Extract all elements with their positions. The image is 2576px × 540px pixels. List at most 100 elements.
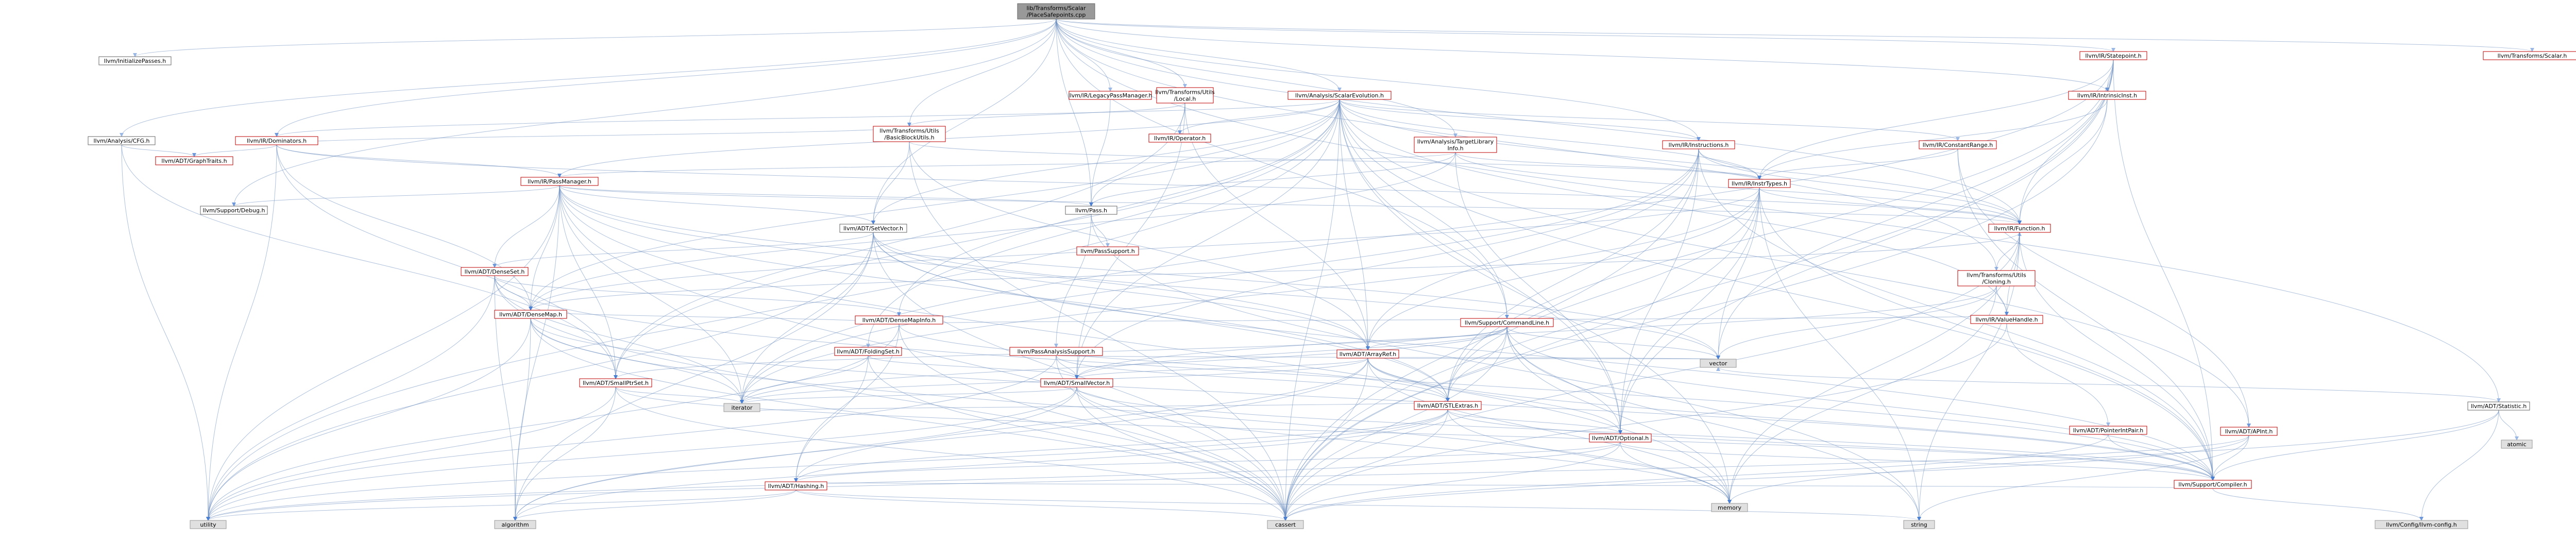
node-label: llvm/ADT/PointerIntPair.h (2073, 427, 2144, 434)
node-compiler[interactable]: llvm/Support/Compiler.h (2174, 480, 2252, 489)
node-passsupport[interactable]: llvm/PassSupport.h (1076, 246, 1139, 256)
include-edge (529, 152, 1456, 311)
node-cfg[interactable]: llvm/Analysis/CFG.h (88, 136, 156, 145)
include-edge (907, 103, 1185, 127)
include-edge (740, 148, 1699, 404)
node-scalar[interactable]: llvm/Transforms/Scalar.h (2483, 51, 2576, 60)
node-scev[interactable]: llvm/Analysis/ScalarEvolution.h (1287, 91, 1392, 100)
include-edge (1283, 434, 2109, 521)
node-instrtypes[interactable]: llvm/IR/InstrTypes.h (1728, 179, 1791, 188)
include-edge (1056, 19, 1701, 141)
include-edge (1618, 187, 1760, 434)
node-setvector[interactable]: llvm/ADT/SetVector.h (839, 224, 907, 233)
include-edge (529, 187, 1760, 311)
node-constantrange[interactable]: llvm/IR/ConstantRange.h (1919, 140, 1997, 149)
node-smallvector[interactable]: llvm/ADT/SmallVector.h (1040, 378, 1113, 387)
node-box (155, 156, 233, 165)
include-edge (1283, 232, 2020, 521)
node-passmanager[interactable]: llvm/IR/PassManager.h (520, 177, 599, 186)
include-edge (794, 358, 1368, 482)
node-cloning[interactable]: llvm/Transforms/Utils/Cloning.h (1957, 270, 2036, 286)
include-edge (1056, 19, 1509, 319)
node-box (2220, 427, 2278, 436)
include-edge (1056, 19, 2109, 92)
node-label: llvm/ADT/FoldingSet.h (837, 348, 900, 355)
node-hashing[interactable]: llvm/ADT/Hashing.h (765, 481, 827, 491)
include-edge (1056, 19, 1112, 92)
node-box (461, 267, 529, 276)
include-edge (1339, 99, 1761, 180)
node-graphtraits[interactable]: llvm/ADT/GraphTraits.h (155, 156, 233, 165)
node-stlextras[interactable]: llvm/ADT/STLExtras.h (1414, 401, 1482, 410)
node-label: llvm/ADT/SetVector.h (843, 225, 903, 232)
node-local[interactable]: llvm/Transforms/Utils/Local.h (1155, 87, 1215, 104)
node-iterator: iterator (723, 403, 760, 412)
node-legacypm[interactable]: llvm/IR/LegacyPassManager.h (1069, 91, 1153, 100)
node-operator[interactable]: llvm/IR/Operator.h (1148, 133, 1211, 143)
node-bbutils[interactable]: llvm/Transforms/Utils/BasicBlockUtils.h (873, 126, 946, 142)
include-edge (2019, 232, 2215, 481)
include-edge (794, 442, 1621, 482)
include-edge (1089, 99, 1111, 207)
node-densemapinfo[interactable]: llvm/ADT/DenseMapInfo.h (855, 315, 943, 325)
node-pointerintpair[interactable]: llvm/ADT/PointerIntPair.h (2069, 426, 2147, 435)
include-edge (529, 185, 560, 311)
node-passanalysis[interactable]: llvm/PassAnalysisSupport.h (1009, 347, 1103, 356)
node-foldingset[interactable]: llvm/ADT/FoldingSet.h (834, 347, 902, 356)
node-function[interactable]: llvm/IR/Function.h (1988, 224, 2051, 233)
node-label: algorithm (501, 521, 529, 528)
node-box (2375, 520, 2468, 529)
node-apint[interactable]: llvm/ADT/APInt.h (2220, 427, 2278, 436)
node-box (2068, 91, 2146, 100)
node-initpasses[interactable]: llvm/InitializePasses.h (98, 56, 172, 65)
include-edge (559, 185, 2022, 225)
include-edge (559, 185, 1732, 504)
node-box (1903, 520, 1935, 529)
node-pass[interactable]: llvm/Pass.h (1065, 206, 1117, 215)
include-edge (559, 185, 1370, 350)
node-denseset[interactable]: llvm/ADT/DenseSet.h (461, 267, 529, 276)
node-box (2174, 480, 2252, 489)
node-optional[interactable]: llvm/ADT/Optional.h (1589, 433, 1652, 443)
node-cassert: cassert (1267, 520, 1304, 529)
node-label: llvm/ADT/Optional.h (1592, 435, 1649, 442)
node-atomic: atomic (2501, 440, 2533, 449)
node-dominators[interactable]: llvm/IR/Dominators.h (235, 136, 318, 145)
node-label: llvm/ADT/DenseMapInfo.h (862, 317, 936, 324)
node-commandline[interactable]: llvm/Support/CommandLine.h (1460, 318, 1554, 327)
node-vector: vector (1700, 359, 1737, 368)
node-debug[interactable]: llvm/Support/Debug.h (200, 206, 268, 215)
include-edge (559, 185, 1287, 521)
include-edge (529, 232, 2020, 311)
include-edge (1075, 148, 1699, 379)
include-edge (1283, 358, 1368, 521)
include-edge (909, 141, 1370, 350)
include-edge (206, 409, 1448, 521)
include-edge (559, 185, 875, 225)
node-box (1267, 520, 1304, 529)
node-label: memory (1718, 504, 1741, 511)
include-edge (232, 185, 560, 207)
node-box (494, 520, 536, 529)
node-smallptrset[interactable]: llvm/ADT/SmallPtrSet.h (579, 378, 652, 387)
include-edge (615, 386, 1287, 521)
node-box (1728, 179, 1791, 188)
node-statepoint[interactable]: llvm/IR/Statepoint.h (2079, 51, 2147, 60)
node-valuehandle[interactable]: llvm/IR/ValueHandle.h (1970, 315, 2043, 324)
include-edge (614, 103, 1185, 379)
node-instructions[interactable]: llvm/IR/Instructions.h (1662, 140, 1735, 149)
include-edge (1957, 148, 2215, 481)
node-root: lib/Transforms/Scalar/PlaceSafepoints.cp… (1017, 3, 1095, 20)
node-box (579, 378, 652, 387)
node-statistic[interactable]: llvm/ADT/Statistic.h (2467, 401, 2530, 411)
node-arrayref[interactable]: llvm/ADT/ArrayRef.h (1336, 349, 1399, 359)
include-edge (192, 144, 277, 157)
node-densemap[interactable]: llvm/ADT/DenseMap.h (494, 310, 567, 319)
include-edge (1339, 99, 1701, 141)
node-label: llvm/Pass.h (1075, 207, 1107, 214)
node-label: llvm/ADT/APInt.h (2225, 428, 2273, 435)
node-intrinsicinst[interactable]: llvm/IR/IntrinsicInst.h (2068, 91, 2146, 100)
include-edge (1446, 148, 1699, 402)
